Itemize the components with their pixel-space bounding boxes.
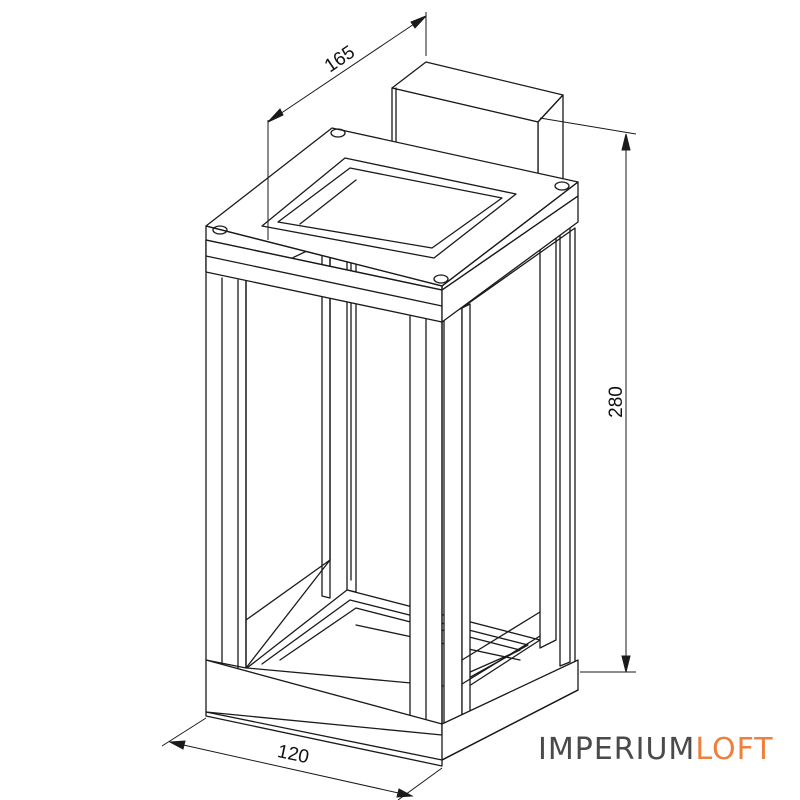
front-post xyxy=(409,309,443,736)
brand-logo: IMPERIUMLOFT xyxy=(538,732,774,767)
height-dimension xyxy=(539,117,637,673)
mounting-holes xyxy=(212,128,570,284)
brand-logo-part1: IMPERIUM xyxy=(538,732,696,767)
depth-label: 165 xyxy=(321,42,359,77)
width-label: 120 xyxy=(275,741,310,768)
height-label: 280 xyxy=(606,386,627,418)
right-side-frame xyxy=(441,227,576,736)
width-dimension xyxy=(161,717,443,800)
top-plate xyxy=(205,127,579,291)
depth-dimension xyxy=(267,12,427,240)
base-plate xyxy=(205,659,579,767)
brand-logo-part2: LOFT xyxy=(695,732,774,767)
left-side-frame xyxy=(205,239,331,677)
